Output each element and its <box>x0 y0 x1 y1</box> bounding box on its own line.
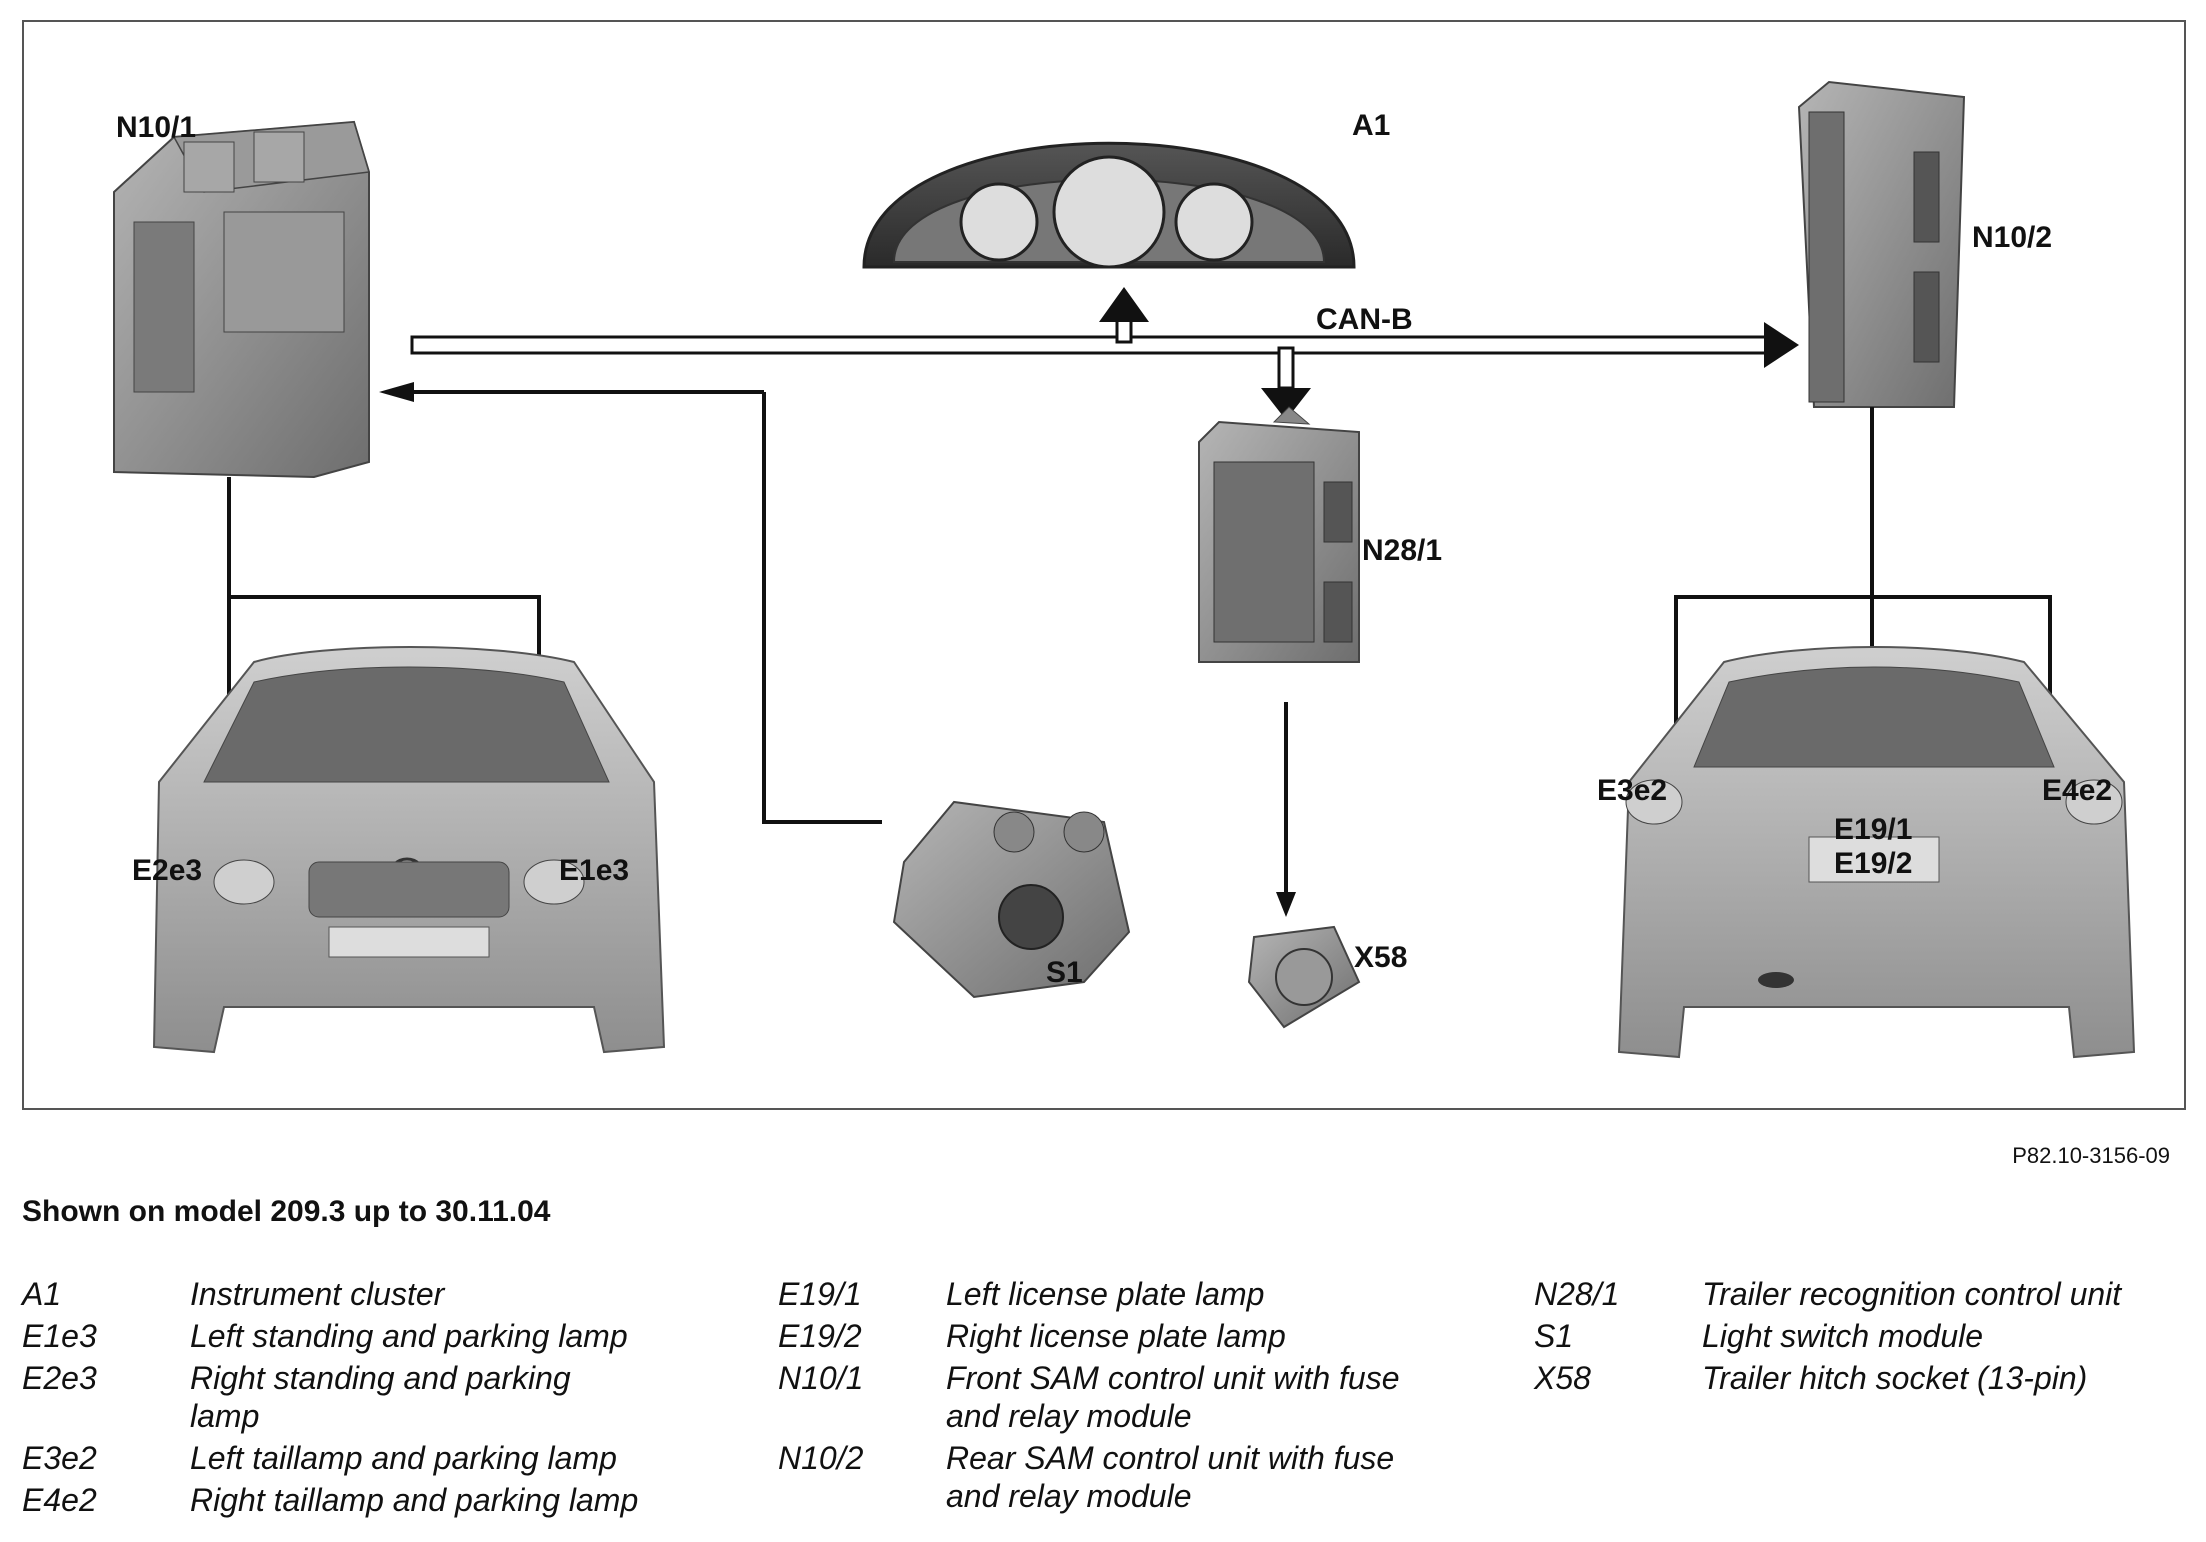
legend-row: N10/2 Rear SAM control unit with fuse and… <box>778 1439 1426 1515</box>
legend-column-3: N28/1 Trailer recognition control unit S1… <box>1534 1275 2182 1401</box>
figure-code: P82.10-3156-09 <box>2012 1143 2170 1168</box>
legend-row: N10/1 Front SAM control unit with fuse an… <box>778 1359 1426 1435</box>
label-e4e2: E4e2 <box>2042 774 2112 807</box>
label-e19-2: E19/2 <box>1834 847 1912 880</box>
light-switch-image <box>892 800 1131 999</box>
legend-row: A1 Instrument cluster <box>22 1275 645 1313</box>
legend-description: Right license plate lamp <box>946 1318 1286 1354</box>
legend-description: Front SAM control unit with fuse and rel… <box>946 1360 1400 1434</box>
label-e2e3: E2e3 <box>132 854 202 887</box>
legend-description: Light switch module <box>1702 1318 1984 1354</box>
legend-code: X58 <box>1534 1360 1591 1396</box>
model-note: Shown on model 209.3 up to 30.11.04 <box>22 1195 551 1228</box>
legend-code: S1 <box>1534 1318 1574 1354</box>
legend-description: Left taillamp and parking lamp <box>190 1440 617 1476</box>
legend-row: E2e3 Right standing and parking lamp <box>22 1359 645 1435</box>
front-car-image <box>152 646 666 1054</box>
wiring-diagram: N10/1 A1 N10/2 CAN-B N28/1 E2e3 E1e3 S1 … <box>113 80 2136 1059</box>
instrument-cluster-image <box>862 141 1356 269</box>
trailer-recognition-module-image <box>1198 406 1360 663</box>
legend-code: E3e2 <box>22 1440 97 1476</box>
trailer-socket-image <box>1247 925 1361 1029</box>
label-e1e3: E1e3 <box>559 854 629 887</box>
legend-description: Left license plate lamp <box>946 1276 1265 1312</box>
legend-code: E4e2 <box>22 1482 97 1518</box>
legend-description: Rear SAM control unit with fuse and rela… <box>946 1440 1395 1514</box>
can-b-bus <box>410 287 1799 420</box>
legend-row: S1 Light switch module <box>1534 1317 2182 1355</box>
diagram-frame: N10/1 A1 N10/2 CAN-B N28/1 E2e3 E1e3 S1 … <box>22 20 2186 1110</box>
legend-row: X58 Trailer hitch socket (13-pin) <box>1534 1359 2182 1397</box>
label-e3e2: E3e2 <box>1597 774 1667 807</box>
label-s1: S1 <box>1046 956 1083 989</box>
legend-description: Trailer hitch socket (13-pin) <box>1702 1360 2088 1396</box>
legend-row: E4e2 Right taillamp and parking lamp <box>22 1481 645 1519</box>
label-x58: X58 <box>1354 941 1407 974</box>
rear-car-image <box>1617 646 2136 1059</box>
label-n28-1: N28/1 <box>1362 534 1442 567</box>
legend-description: Right taillamp and parking lamp <box>190 1482 639 1518</box>
label-can-b: CAN-B <box>1316 303 1413 336</box>
legend-code: E19/1 <box>778 1276 862 1312</box>
legend-column-2: E19/1 Left license plate lamp E19/2 Right … <box>778 1275 1426 1519</box>
legend-description: Instrument cluster <box>190 1276 445 1312</box>
legend-code: N28/1 <box>1534 1276 1620 1312</box>
legend-code: N10/2 <box>778 1440 864 1476</box>
legend-description: Trailer recognition control unit <box>1702 1276 2122 1312</box>
component-labels: N10/1 A1 N10/2 CAN-B N28/1 E2e3 E1e3 S1 … <box>116 109 2112 989</box>
legend-code: A1 <box>22 1276 62 1312</box>
label-n10-2: N10/2 <box>1972 221 2052 254</box>
front-sam-module-image <box>113 120 370 479</box>
rear-sam-module-image <box>1797 80 1966 408</box>
label-e19-1: E19/1 <box>1834 813 1912 846</box>
legend-description: Right standing and parking lamp <box>190 1360 571 1434</box>
label-n10-1: N10/1 <box>116 111 196 144</box>
legend-code: E2e3 <box>22 1360 97 1396</box>
legend-row: E19/1 Left license plate lamp <box>778 1275 1426 1313</box>
legend-column-1: A1 Instrument cluster E1e3 Left standing a… <box>22 1275 645 1523</box>
legend-description: Left standing and parking lamp <box>190 1318 628 1354</box>
legend-row: E1e3 Left standing and parking lamp <box>22 1317 645 1355</box>
legend-code: E19/2 <box>778 1318 862 1354</box>
label-a1: A1 <box>1352 109 1390 142</box>
legend-code: N10/1 <box>778 1360 864 1396</box>
legend-row: N28/1 Trailer recognition control unit <box>1534 1275 2182 1313</box>
legend-row: E19/2 Right license plate lamp <box>778 1317 1426 1355</box>
legend-row: E3e2 Left taillamp and parking lamp <box>22 1439 645 1477</box>
legend-code: E1e3 <box>22 1318 97 1354</box>
